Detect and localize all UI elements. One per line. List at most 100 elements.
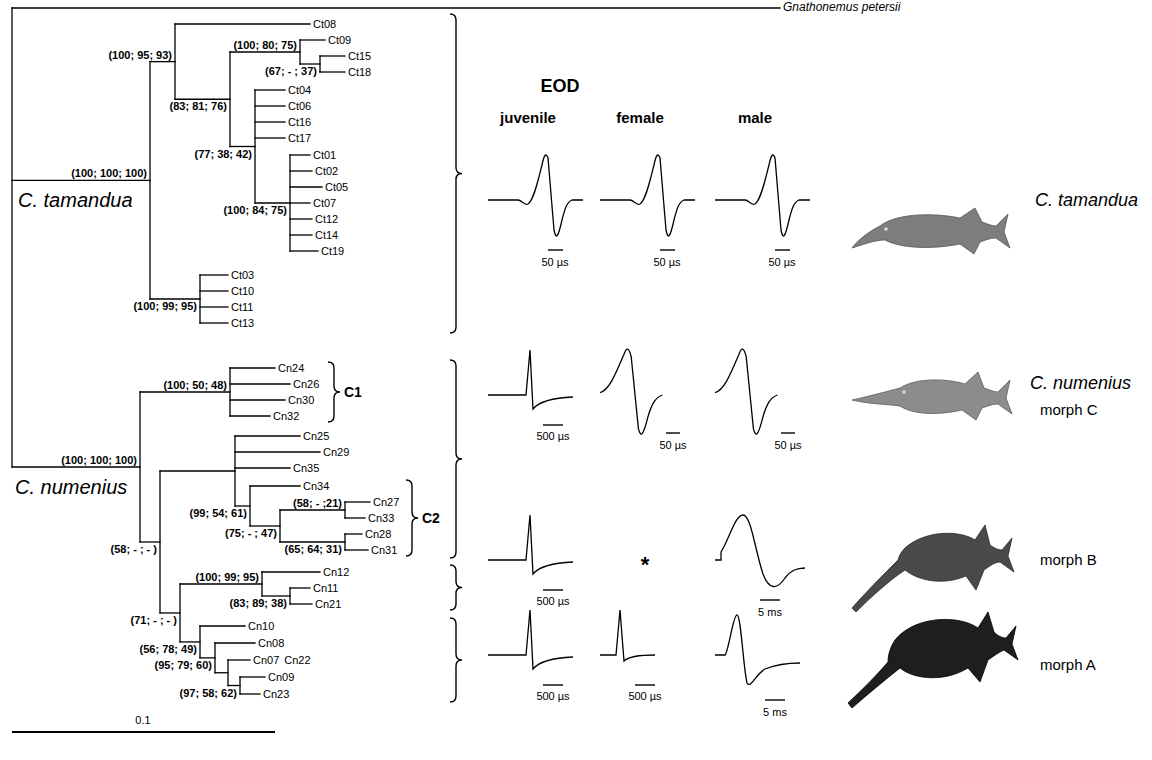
tree-branch	[160, 470, 235, 471]
tree-branch	[149, 62, 150, 299]
brace	[450, 565, 462, 610]
scale-bar	[666, 432, 680, 433]
waveform	[715, 515, 805, 587]
tree-branch	[240, 676, 265, 677]
scale-label: 50 µs	[774, 439, 801, 452]
tree-branch	[230, 51, 300, 52]
scale-bar	[760, 599, 780, 600]
waveform	[600, 155, 695, 236]
tree-branch	[214, 643, 215, 673]
scale-label: 5 ms	[758, 606, 782, 619]
tree-branch	[255, 121, 285, 122]
tree-branch	[200, 322, 228, 323]
taxon-label: Ct14	[315, 229, 338, 242]
missing-marker: *	[641, 552, 650, 577]
taxon-label: Ct08	[313, 18, 336, 31]
support-values: (100; 84; 75)	[222, 204, 288, 216]
tree-branch	[235, 467, 290, 468]
tree-branch	[150, 61, 175, 62]
waveform	[488, 155, 583, 236]
tree-branch	[215, 642, 255, 643]
tree-branch	[12, 180, 150, 181]
support-values: (99; 54; 61)	[189, 507, 248, 519]
tree-branch	[200, 625, 245, 626]
tree-branch	[290, 250, 318, 251]
tree-branch	[345, 501, 370, 502]
brace	[450, 14, 462, 333]
tree-branch	[235, 451, 320, 452]
tree-branch	[227, 660, 228, 686]
scale-bar	[660, 249, 675, 250]
tree-branch	[290, 603, 312, 604]
column-heading: female	[616, 109, 664, 126]
scale-label: 5 ms	[763, 706, 787, 719]
tree-branch	[345, 517, 365, 518]
species-name: C. numenius	[1030, 373, 1131, 394]
scale-label: 50 µs	[653, 256, 680, 269]
taxon-label: Cn10	[248, 620, 274, 633]
taxon-label: Cn09	[268, 671, 294, 684]
waveform	[488, 610, 573, 669]
tree-branch	[215, 672, 228, 673]
tree-branch	[290, 186, 322, 187]
column-heading: juvenile	[500, 109, 556, 126]
tree-branch	[200, 290, 228, 291]
taxon-label: Cn35	[293, 462, 319, 475]
taxon-label: Ct03	[231, 269, 254, 282]
support-values: (83; 81; 76)	[169, 100, 228, 112]
clade-braces	[328, 14, 462, 702]
scale-bar	[543, 684, 563, 685]
tree-branch	[230, 415, 270, 416]
taxon-label: Ct19	[321, 245, 344, 258]
taxon-label: Cn22	[284, 654, 310, 667]
panel-heading: EOD	[540, 76, 579, 97]
tree-branch	[230, 399, 285, 400]
tree-branch	[280, 509, 345, 510]
support-values: (100; 99; 95)	[132, 300, 198, 312]
support-values: (58; - ;21)	[292, 497, 343, 509]
tree-branch	[289, 588, 290, 604]
taxon-label: Cn07	[253, 654, 279, 667]
taxon-label: Ct01	[313, 149, 336, 162]
scale-label: 500 µs	[536, 430, 569, 443]
scale-bars	[12, 250, 795, 732]
taxon-label: Ct10	[231, 285, 254, 298]
tree-branch	[12, 7, 780, 8]
taxon-label: Ct18	[348, 66, 371, 79]
clade-name: C. tamandua	[18, 189, 133, 212]
tree-branch	[290, 202, 310, 203]
taxon-label: Ct05	[325, 181, 348, 194]
taxon-label: Cn08	[258, 637, 284, 650]
tree-branch	[239, 677, 240, 694]
tree-branch	[229, 52, 230, 147]
brace	[450, 360, 462, 558]
tree-branch	[200, 274, 228, 275]
taxon-label: Ct11	[231, 301, 253, 314]
taxon-label: Ct13	[231, 317, 254, 330]
support-values: (58; - ; - )	[110, 543, 158, 555]
tree-branch	[11, 8, 12, 467]
taxon-label: Cn33	[368, 512, 394, 525]
scale-label: 0.1	[135, 714, 150, 727]
scale-bar	[781, 432, 795, 433]
tree-branch	[300, 39, 325, 40]
scale-label: 50 µs	[541, 256, 568, 269]
tree-branch	[230, 383, 290, 384]
taxon-label: Cn31	[371, 544, 397, 557]
tree-branch	[139, 392, 140, 542]
tree-branch	[320, 55, 345, 56]
waveform	[715, 349, 777, 434]
tree-branch	[199, 275, 200, 323]
scale-label: 500 µs	[536, 690, 569, 703]
scale-bar	[765, 699, 785, 700]
taxon-label: Cn24	[278, 362, 304, 375]
tree-branch	[262, 571, 320, 572]
support-values: (95; 79; 60)	[154, 659, 213, 671]
support-values: (83; 89; 38)	[229, 597, 288, 609]
tree-branch	[299, 40, 300, 64]
tree-branch	[319, 56, 320, 72]
tree-branch	[228, 659, 250, 660]
support-values: (67; - ; 37)	[264, 65, 318, 77]
species-name: C. tamandua	[1035, 190, 1138, 211]
